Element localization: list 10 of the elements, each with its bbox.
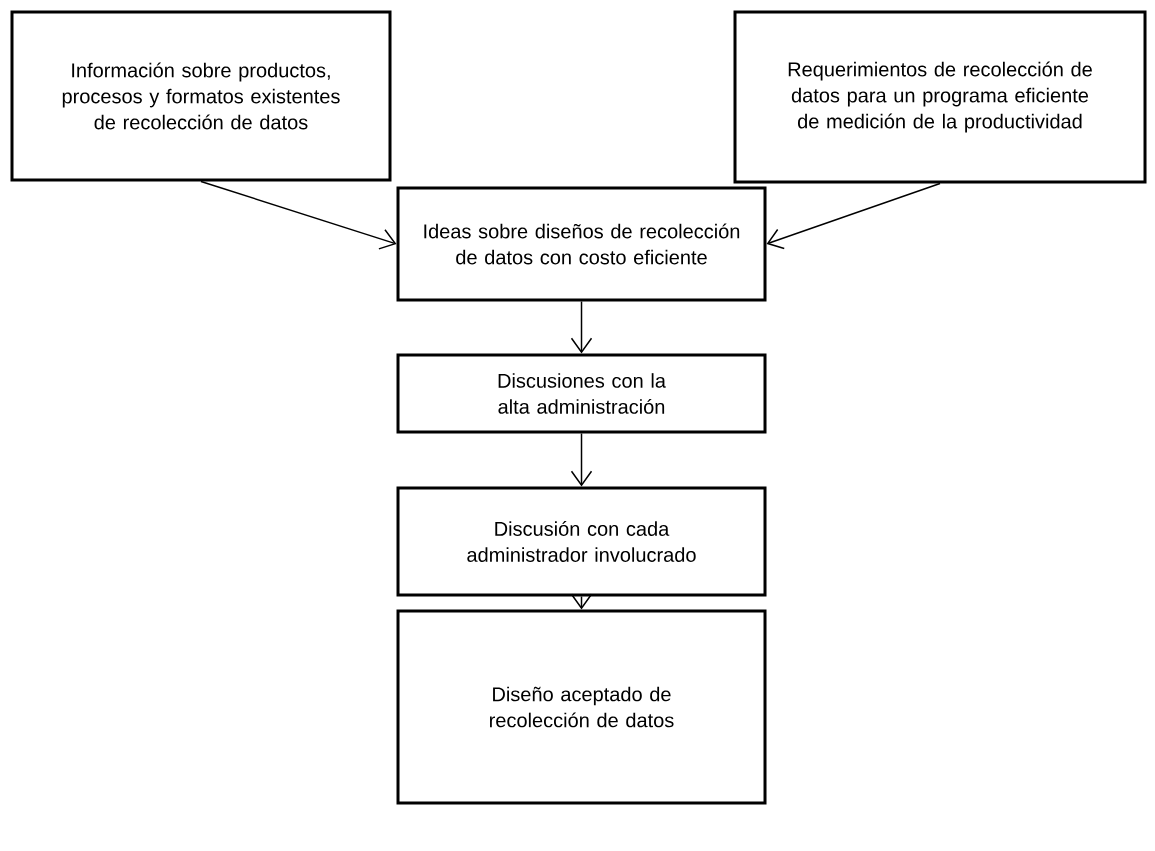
- arrow: [570, 432, 593, 487]
- process-box: Discusiones con la alta administración: [396, 353, 767, 434]
- process-box: Requerimientos de recolección de datos para un programa eficiente de medición de la productividad: [733, 10, 1147, 184]
- process-box: Información sobre productos, procesos y formatos existentes de recolección de datos: [10, 10, 392, 182]
- arrow: [570, 300, 593, 354]
- arrow: [766, 182, 941, 250]
- process-box: Diseño aceptado de recolección de datos: [396, 609, 767, 805]
- process-box: Ideas sobre diseños de recolección de datos con costo eficiente: [396, 186, 767, 302]
- process-box: Discusión con cada administrador involucrado: [396, 486, 767, 597]
- arrow: [200, 180, 397, 250]
